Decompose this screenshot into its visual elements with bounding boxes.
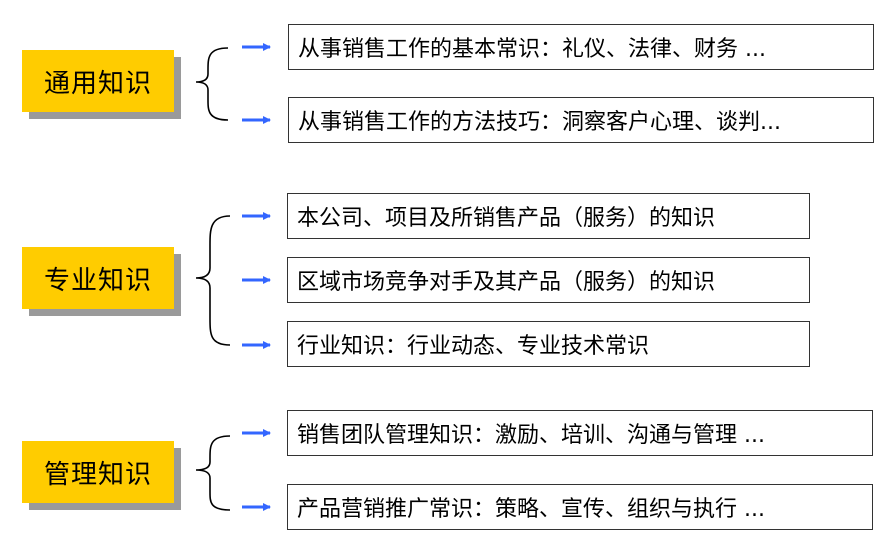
knowledge-item-competitors: 区域市场竞争对手及其产品（服务）的知识 — [287, 257, 810, 303]
knowledge-item-company-products: 本公司、项目及所销售产品（服务）的知识 — [287, 193, 810, 239]
knowledge-item-basic-common-sense: 从事销售工作的基本常识：礼仪、法律、财务 ... — [288, 24, 874, 70]
bracket-professional — [195, 215, 231, 346]
category-general-knowledge: 通用知识 — [22, 50, 174, 112]
knowledge-item-industry: 行业知识：行业动态、专业技术常识 — [287, 321, 810, 367]
knowledge-item-marketing-promotion: 产品营销推广常识：策略、宣传、组织与执行 ... — [287, 484, 873, 530]
bracket-general — [195, 47, 229, 121]
category-professional-knowledge: 专业知识 — [22, 247, 174, 309]
knowledge-item-methods-skills: 从事销售工作的方法技巧：洞察客户心理、谈判... — [288, 97, 874, 143]
bracket-management — [195, 435, 231, 511]
category-management-knowledge: 管理知识 — [22, 441, 174, 503]
knowledge-item-team-management: 销售团队管理知识：激励、培训、沟通与管理 ... — [287, 410, 873, 456]
